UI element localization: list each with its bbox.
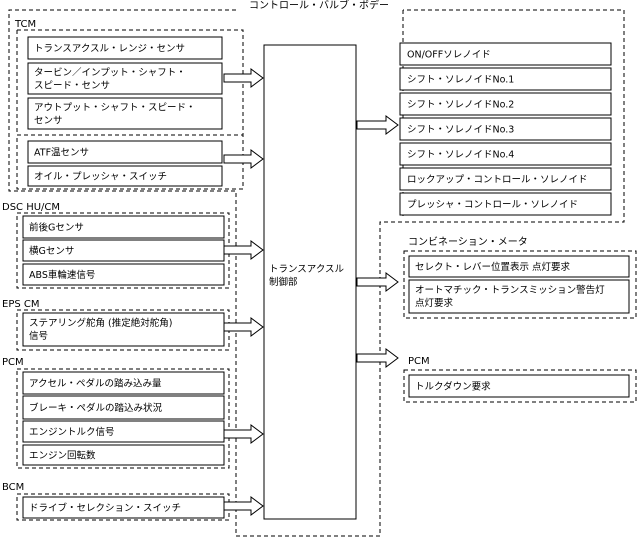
sensor-label: ステアリング舵角 (推定絶対舵角) 信号: [29, 317, 175, 342]
sensor-label-line: アウトプット・シャフト・スピード・: [34, 103, 196, 114]
solenoid-label: シフト・ソレノイドNo.1: [407, 75, 514, 86]
sensor-label-line: スピード・センサ: [34, 81, 110, 92]
request-label: トルクダウン要求: [415, 381, 491, 393]
sensor-label-line: タービン／インプット・シャフト・: [34, 68, 186, 79]
transaxle-controller: [263, 44, 357, 520]
bcm-title: BCM: [2, 482, 24, 493]
combination-meter-frame: [403, 250, 637, 319]
sensor-label: エンジン回転数: [29, 450, 96, 462]
dsc-frame: [16, 212, 230, 289]
outer-frame-line-left: [8, 9, 237, 536]
arrow-icon: [356, 348, 399, 368]
solenoid-label: シフト・ソレノイドNo.4: [407, 150, 514, 161]
sensor-label: タービン／インプット・シャフト・ スピード・センサ: [34, 68, 189, 92]
sensor-label-line: ステアリング舵角 (推定絶対舵角): [29, 317, 172, 329]
solenoid-label: ロックアップ・コントロール・ソレノイド: [407, 175, 588, 186]
sensor-label-line: 信号: [29, 330, 48, 342]
pcm-out-title: PCM: [408, 356, 430, 367]
pcm-in-frame: [16, 368, 230, 469]
sensor-label: 前後Gセンサ: [29, 222, 84, 234]
controller-label-line: 制御部: [269, 276, 298, 288]
request-label-line: 点灯要求: [415, 297, 454, 309]
sensor-label: ABS車輪速信号: [29, 269, 95, 281]
request-label: オートマチック・トランスミッション警告灯 点灯要求: [415, 284, 608, 309]
arrow-icon: [356, 115, 399, 135]
arrow-icon: [223, 240, 264, 260]
controller-label: トランスアクスル 制御部: [269, 264, 347, 288]
sensor-label: ATF温センサ: [34, 148, 89, 159]
arrow-icon: [356, 272, 399, 292]
tcm-group2: ATF温センサ オイル・プレッシャ・スイッチ: [27, 140, 223, 187]
dsc-title: DSC HU/CM: [2, 202, 60, 213]
arrow-icon: [223, 149, 264, 169]
arrow-icon: [223, 68, 264, 88]
arrow-icon: [223, 317, 264, 337]
sensor-label: エンジントルク信号: [29, 426, 115, 438]
outer-frame-line: [236, 9, 625, 537]
sensor-label: アクセル・ペダルの踏み込み量: [29, 378, 162, 390]
request-label: セレクト・レバー位置表示 点灯要求: [415, 261, 571, 273]
sensor-label: 横Gセンサ: [29, 245, 74, 257]
pcm-out-frame: [403, 369, 637, 403]
combination-meter-title: コンビネーション・メータ: [408, 236, 528, 248]
sensor-label: トランスアクスル・レンジ・センサ: [34, 44, 185, 55]
solenoid-label: シフト・ソレノイドNo.3: [407, 125, 514, 136]
tcm-frame-top: [17, 29, 244, 135]
arrow-icon: [223, 424, 264, 444]
valve-body-solenoids: ON/OFFソレノイド シフト・ソレノイドNo.1 シフト・ソレノイドNo.2 …: [399, 42, 612, 216]
sensor-label: オイル・プレッシャ・スイッチ: [34, 172, 167, 183]
request-label-line: オートマチック・トランスミッション警告灯: [415, 284, 605, 296]
sensor-label-line: センサ: [34, 116, 63, 127]
sensor-label: ブレーキ・ペダルの踏込み状況: [29, 402, 163, 414]
solenoid-label: プレッシャ・コントロール・ソレノイド: [407, 200, 578, 211]
solenoid-label: シフト・ソレノイドNo.2: [407, 100, 514, 111]
eps-title: EPS CM: [2, 299, 40, 310]
arrow-icon: [223, 496, 264, 516]
solenoid-label: ON/OFFソレノイド: [407, 50, 491, 61]
tcm-group1: トランスアクスル・レンジ・センサ タービン／インプット・シャフト・ スピード・セ…: [27, 36, 223, 130]
sensor-label: ドライブ・セレクション・スイッチ: [29, 502, 181, 514]
tcm-title: TCM: [14, 19, 36, 30]
outer-title: コントロール・バルブ・ボデー: [249, 0, 389, 12]
controller-label-line: トランスアクスル: [269, 264, 345, 275]
sensor-label: アウトプット・シャフト・スピード・ センサ: [34, 103, 199, 127]
pcm-in-title: PCM: [2, 357, 24, 368]
